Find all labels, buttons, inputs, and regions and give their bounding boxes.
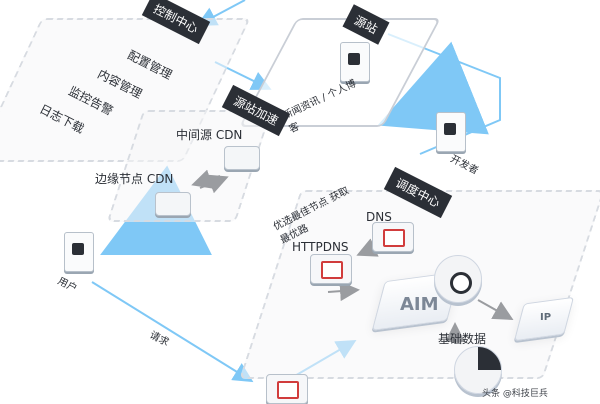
dns-node <box>372 222 414 252</box>
httpdns-label: HTTPDNS <box>292 240 349 254</box>
developer-icon <box>436 112 466 152</box>
httpdns-node <box>310 254 352 284</box>
intermediate-cdn-label: 中间源 CDN <box>176 128 243 142</box>
aim-label: AIM <box>400 294 439 315</box>
target-icon-inner <box>450 272 472 294</box>
watermark-fragment: 头条 @科技巨兵 <box>482 389 548 399</box>
edge-cdn-node <box>155 192 191 216</box>
edge-cdn-label: 边缘节点 CDN <box>95 172 174 186</box>
ip-label: IP <box>540 312 552 323</box>
bottom-node <box>266 374 308 404</box>
pie-chart-icon <box>454 346 502 394</box>
origin-server-icon <box>340 42 370 82</box>
dns-label: DNS <box>366 210 392 224</box>
user-icon <box>64 232 94 272</box>
intermediate-cdn-node <box>224 146 260 170</box>
basic-data-label: 基础数据 <box>438 332 487 346</box>
